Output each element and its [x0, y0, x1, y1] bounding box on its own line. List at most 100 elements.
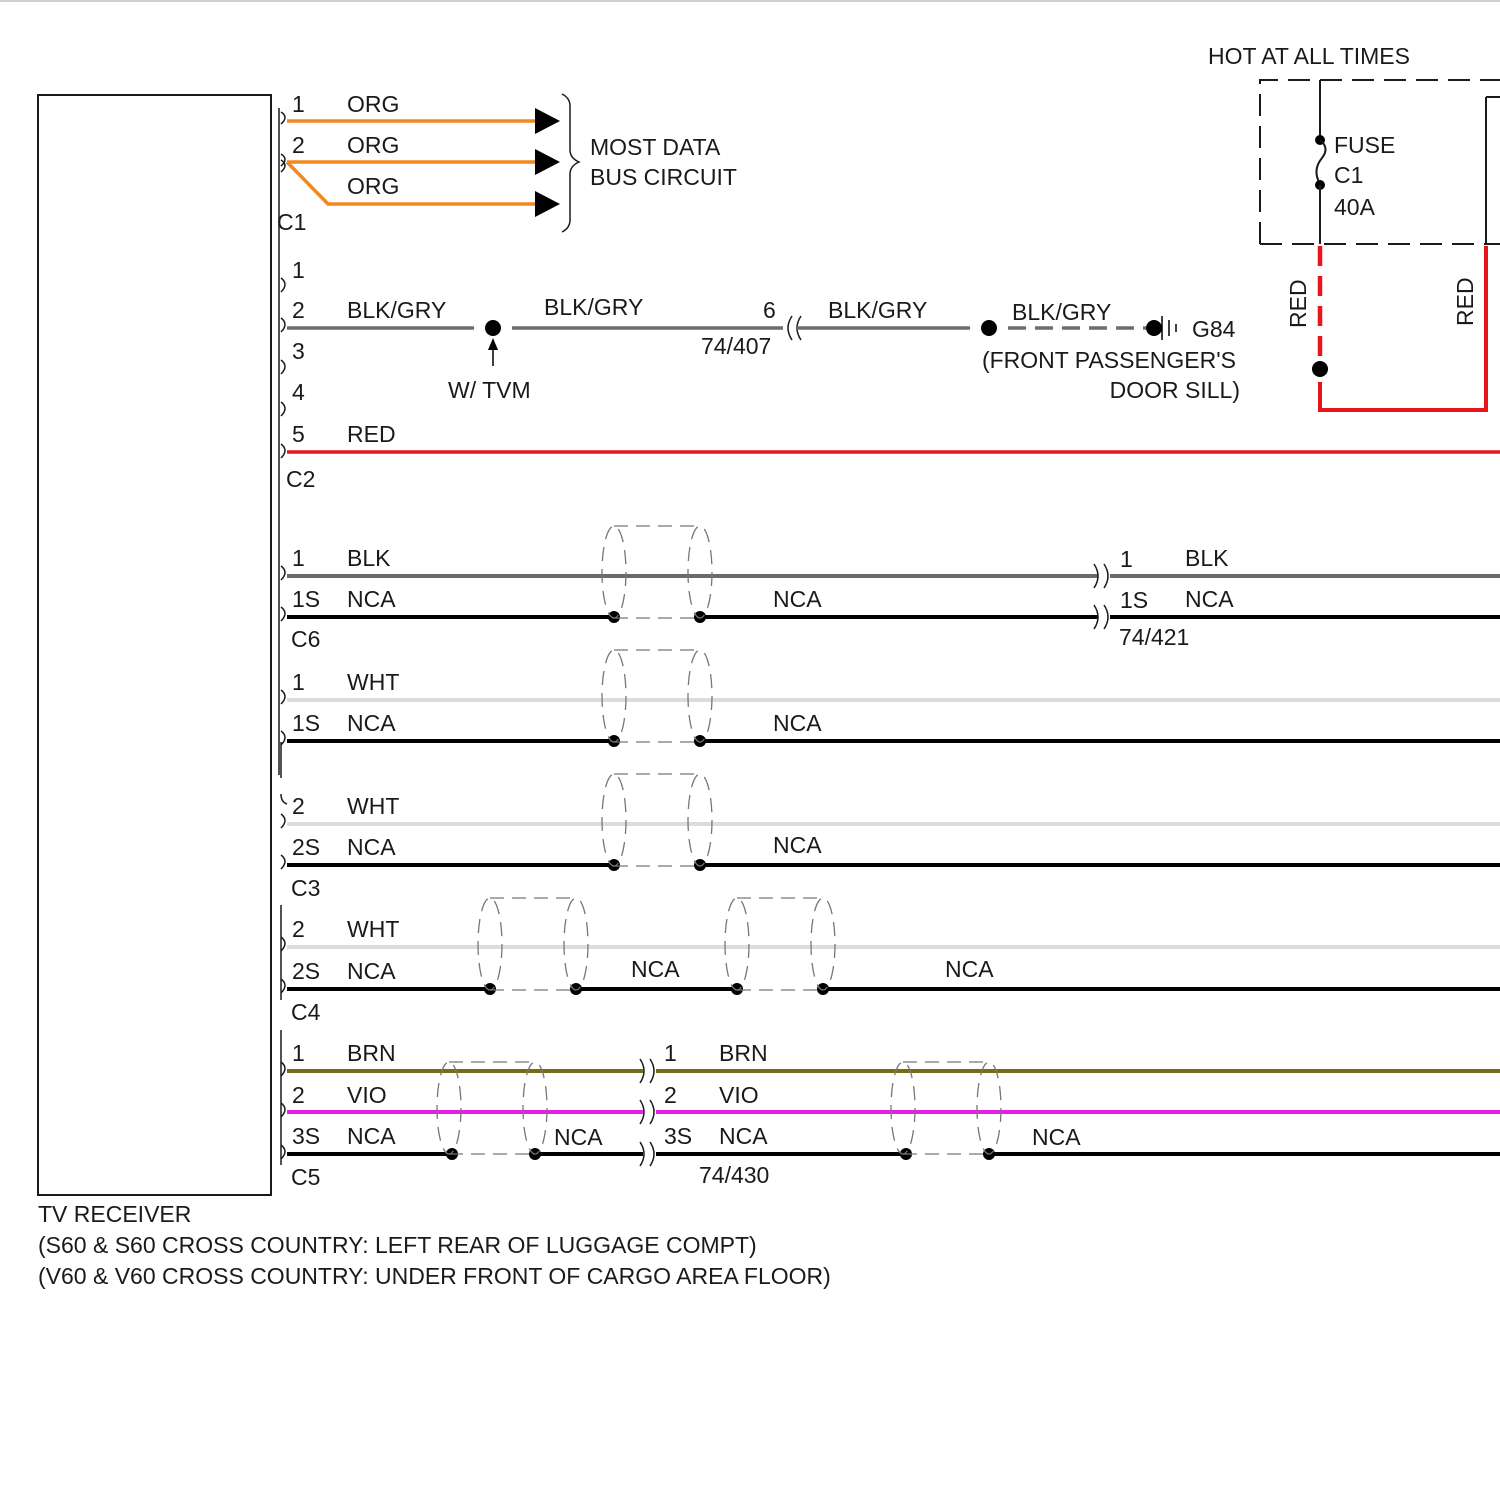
- pin-label: 1: [292, 545, 305, 571]
- wire-label: NCA: [347, 834, 396, 860]
- wire-label: ORG: [347, 132, 399, 158]
- pin-label: 3: [292, 338, 305, 364]
- bus-label: BUS CIRCUIT: [590, 164, 737, 190]
- tv-receiver-box: [38, 95, 271, 1195]
- wire-label: NCA: [945, 956, 994, 982]
- fuse-title: HOT AT ALL TIMES: [1208, 43, 1410, 69]
- connector-label: C3: [291, 875, 320, 901]
- inline-pin-label: 6: [763, 297, 776, 323]
- inline-connector-label: 74/421: [1119, 624, 1189, 650]
- shield-symbol: [437, 1062, 547, 1154]
- wire-label: NCA: [1032, 1124, 1081, 1150]
- pin-label: 5: [292, 421, 305, 447]
- wire-label-vertical: RED: [1285, 279, 1311, 328]
- connector-label: C5: [291, 1164, 320, 1190]
- wire-label: NCA: [719, 1123, 768, 1149]
- connector-c1: 1 2 ORG ORG ORG C1 MOST DATA BUS CIRCUIT: [277, 91, 737, 235]
- receiver-name: TV RECEIVER: [38, 1201, 191, 1228]
- splice-dot: [608, 611, 620, 623]
- wire-label: NCA: [631, 956, 680, 982]
- wire-label: NCA: [347, 586, 396, 612]
- shield-symbol: [725, 898, 835, 990]
- arrow-icon: [535, 149, 560, 175]
- inline-pin-label: 2: [664, 1082, 677, 1108]
- wire-label: NCA: [773, 586, 822, 612]
- inline-connector-symbol: [1094, 564, 1108, 629]
- pin-label: 1: [292, 91, 305, 117]
- receiver-location: (V60 & V60 CROSS COUNTRY: UNDER FRONT OF…: [38, 1263, 831, 1290]
- wire-label: NCA: [554, 1124, 603, 1150]
- shield-symbol: [602, 774, 712, 866]
- wire-label: BLK/GRY: [347, 297, 446, 323]
- shield-symbol: [891, 1062, 1001, 1154]
- org-wire: [287, 162, 540, 204]
- wire-label: BLK/GRY: [828, 297, 927, 323]
- ground-location: (FRONT PASSENGER'S: [982, 347, 1236, 373]
- arrow-icon: [535, 191, 560, 217]
- wire-label: BRN: [719, 1040, 768, 1066]
- inline-connector-label: 74/407: [701, 333, 771, 359]
- red-wire: [1320, 246, 1486, 410]
- inline-pin-label: 1: [1120, 546, 1133, 572]
- shield-symbol: [478, 898, 588, 990]
- connector-c4: 2 2S WHT NCA NCA NCA C4: [281, 898, 1500, 1025]
- connector-label: C6: [291, 626, 320, 652]
- arrow-icon: [535, 108, 560, 134]
- fuse-block: HOT AT ALL TIMES FUSE C1 40A RED RED: [1208, 43, 1500, 410]
- splice-dot: [731, 983, 743, 995]
- wire-label: WHT: [347, 916, 399, 942]
- pin-label: 2S: [292, 958, 320, 984]
- fuse-rating: 40A: [1334, 194, 1376, 220]
- wire-label: RED: [347, 421, 396, 447]
- shield-symbol: [602, 650, 712, 742]
- wire-label: NCA: [1185, 586, 1234, 612]
- fuse-box-outline: [1260, 80, 1500, 244]
- pin-bracket: [281, 278, 285, 458]
- wire-label: ORG: [347, 173, 399, 199]
- pin-label: 2: [292, 1082, 305, 1108]
- wire-label: VIO: [719, 1082, 759, 1108]
- splice-dot: [608, 735, 620, 747]
- wire-label: BLK/GRY: [1012, 299, 1111, 325]
- wire-label: WHT: [347, 669, 399, 695]
- pin-label: 3S: [292, 1123, 320, 1149]
- inline-pin-label: 1: [664, 1040, 677, 1066]
- ground-id: G84: [1192, 316, 1236, 342]
- wire-label: BLK: [347, 545, 391, 571]
- pin-label: 4: [292, 379, 305, 405]
- wire-label: BLK/GRY: [544, 294, 643, 320]
- bus-label: MOST DATA: [590, 134, 721, 160]
- pin-bracket: [281, 112, 285, 166]
- shield-symbol: [602, 526, 712, 618]
- wire-label: ORG: [347, 91, 399, 117]
- pin-bracket: [281, 794, 287, 804]
- receiver-location: (S60 & S60 CROSS COUNTRY: LEFT REAR OF L…: [38, 1232, 757, 1259]
- wire-label: NCA: [347, 1123, 396, 1149]
- pin-label: 1S: [292, 710, 320, 736]
- splice-dot: [608, 859, 620, 871]
- wire-label: VIO: [347, 1082, 387, 1108]
- wire-label: NCA: [347, 710, 396, 736]
- inline-pin-label: 1S: [1120, 587, 1148, 613]
- fuse-id: C1: [1334, 162, 1363, 188]
- ground-dot: [1146, 320, 1162, 336]
- connector-label: C4: [291, 999, 321, 1025]
- pin-label: 1S: [292, 586, 320, 612]
- splice-note: W/ TVM: [448, 377, 531, 403]
- wire-label-vertical: RED: [1452, 277, 1478, 326]
- pin-label: 2: [292, 793, 305, 819]
- pin-label: 2: [292, 297, 305, 323]
- up-arrow-icon: [488, 338, 498, 350]
- pin-label: 1: [292, 669, 305, 695]
- splice-dot: [981, 320, 997, 336]
- connector-label: C1: [277, 209, 306, 235]
- pin-label: 2S: [292, 834, 320, 860]
- pin-label: 2: [292, 916, 305, 942]
- wire-label: NCA: [347, 958, 396, 984]
- ground-icon: [1162, 316, 1176, 340]
- splice-dot: [1312, 361, 1328, 377]
- pin-bracket: [281, 690, 285, 869]
- connector-c6: 1 1S BLK NCA C6 NCA 1 1S BLK NCA 74/421: [281, 526, 1500, 652]
- fuse-icon: [1316, 140, 1325, 184]
- wire-label: NCA: [773, 710, 822, 736]
